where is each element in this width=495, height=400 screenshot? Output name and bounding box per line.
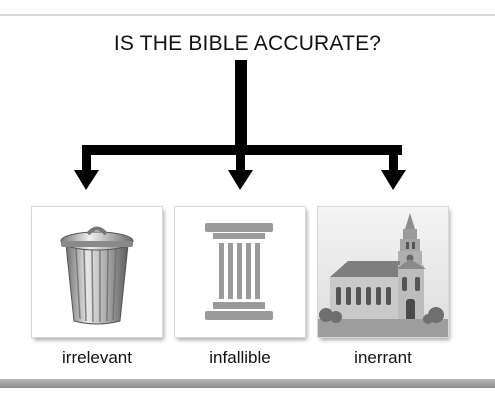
diagram-title: IS THE BIBLE ACCURATE?	[113, 32, 382, 55]
bottom-divider	[0, 379, 495, 388]
trunk-line	[235, 60, 247, 155]
branch-left-stem	[82, 145, 91, 173]
branch-center-stem	[236, 145, 245, 173]
arrow-right-icon	[381, 170, 406, 190]
option-card-infallible	[175, 207, 305, 337]
option-label-inerrant: inerrant	[354, 348, 412, 367]
column-pillar-icon	[205, 223, 273, 320]
trash-can-icon	[60, 226, 134, 325]
arrow-left-icon	[74, 170, 99, 190]
option-card-irrelevant	[32, 207, 162, 337]
option-label-infallible: infallible	[209, 348, 271, 367]
top-divider	[0, 14, 495, 16]
branch-right-stem	[389, 145, 398, 173]
church-building-icon	[318, 207, 448, 337]
arrow-center-icon	[228, 170, 253, 190]
connector-tree	[74, 60, 406, 190]
option-card-inerrant	[318, 207, 448, 337]
option-label-irrelevant: irrelevant	[62, 348, 132, 367]
